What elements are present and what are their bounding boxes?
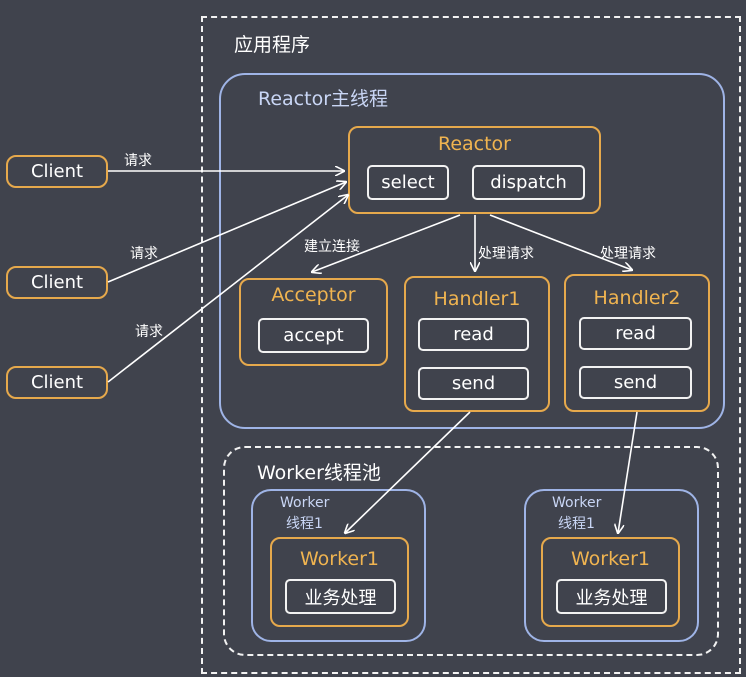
client-1-request-label: 请求 (124, 153, 152, 169)
arrow-handler1-to-worker1 (345, 411, 471, 533)
handler1-box (404, 276, 550, 412)
handler1-read-box: read (418, 318, 529, 351)
acceptor-box (239, 278, 388, 366)
arrow-reactor-to-handler2 (489, 214, 632, 270)
worker-thread-2-line1: Worker (552, 495, 602, 511)
acceptor-title: Acceptor (271, 284, 356, 306)
reactor-box (348, 126, 601, 214)
worker1-title-2: Worker1 (570, 548, 651, 570)
client-2-request-label: 请求 (130, 246, 158, 262)
worker-thread-1-line2: 线程1 (286, 516, 323, 532)
handler2-send-box: send (579, 366, 692, 399)
application-title: 应用程序 (234, 34, 311, 56)
worker1-task-1: 业务处理 (285, 579, 396, 614)
worker-thread-1 (251, 489, 426, 642)
client-1: Client (6, 155, 108, 188)
handler2-title: Handler2 (593, 287, 681, 309)
handler2-read-box: read (579, 317, 692, 350)
arrow-client3-to-reactor (107, 195, 348, 383)
arrow-client2-to-reactor (107, 182, 346, 283)
client-2: Client (6, 266, 108, 299)
reactor-title: Reactor (437, 133, 511, 155)
worker-pool-container (223, 446, 719, 656)
edge-label-handle2: 处理请求 (600, 246, 656, 262)
select-box: select (367, 165, 449, 200)
reactor-main-thread-title: Reactor主线程 (258, 88, 389, 110)
worker1-box-1 (270, 537, 409, 627)
client-3-request-label: 请求 (135, 324, 163, 340)
arrow-reactor-to-acceptor (312, 214, 461, 272)
reactor-main-thread (219, 73, 725, 429)
worker-pool-title: Worker线程池 (257, 462, 381, 484)
worker-thread-2-line2: 线程1 (558, 516, 595, 532)
worker1-task-2: 业务处理 (556, 579, 667, 614)
worker1-box-2 (541, 537, 680, 627)
edge-label-connect: 建立连接 (304, 239, 360, 255)
worker1-title-1: Worker1 (299, 548, 380, 570)
client-3: Client (6, 366, 108, 399)
worker-thread-2 (524, 489, 699, 642)
arrow-handler2-to-worker2 (618, 411, 638, 533)
handler1-send-box: send (418, 367, 529, 400)
application-container (201, 16, 741, 674)
worker-thread-1-line1: Worker (280, 495, 330, 511)
accept-box: accept (258, 318, 369, 353)
handler2-box (564, 274, 710, 412)
dispatch-box: dispatch (472, 165, 585, 200)
edge-label-handle1: 处理请求 (478, 246, 534, 262)
handler1-title: Handler1 (433, 288, 521, 310)
